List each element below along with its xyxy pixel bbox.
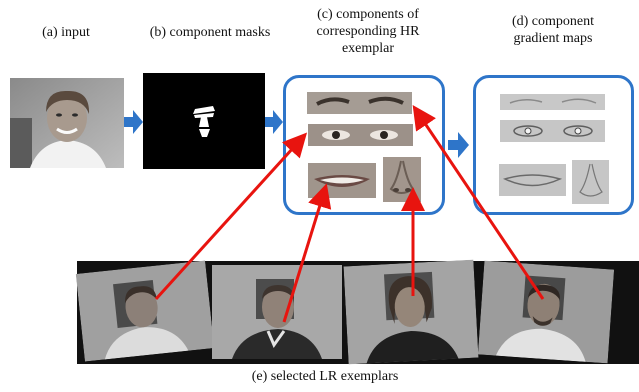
lr-exemplar-3 <box>343 259 479 365</box>
label-input: (a) input <box>42 25 90 40</box>
component-mask-image <box>143 73 265 169</box>
label-lr-exemplars: (e) selected LR exemplars <box>251 369 399 384</box>
flow-arrow-b-to-c <box>265 110 283 134</box>
mask-eyebrows-shape <box>193 106 215 114</box>
label-hr-components: (c) components of corresponding HR exemp… <box>288 6 448 57</box>
gradient-eyes-patch <box>500 120 605 142</box>
hr-eyes-patch <box>308 124 413 146</box>
label-hr-components-line1: (c) components of <box>317 7 419 22</box>
lr-exemplar-2 <box>212 265 342 359</box>
arrow-lr2-to-mouth <box>282 183 332 323</box>
label-hr-components-line3: exemplar <box>341 41 395 56</box>
mask-eyes-shape <box>194 113 214 118</box>
input-face-image <box>10 78 124 168</box>
arrow-lr4-to-eyebrows <box>412 105 545 300</box>
flow-arrow-c-to-d <box>448 132 469 158</box>
arrow-lr1-to-eyes <box>154 132 308 301</box>
mask-nose-shape <box>199 117 209 127</box>
mask-mouth-shape <box>199 129 210 137</box>
hr-eyebrows-patch <box>307 92 412 114</box>
label-gradient-maps: (d) component gradient maps <box>478 13 628 47</box>
lr-exemplar-1 <box>75 260 215 362</box>
label-gradient-maps-line1: (d) component <box>511 14 595 29</box>
flow-arrow-a-to-b <box>124 110 143 134</box>
gradient-eyebrows-patch <box>500 94 605 110</box>
label-component-masks: (b) component masks <box>149 25 271 40</box>
label-hr-components-line2: corresponding HR <box>316 24 420 39</box>
gradient-mouth-patch <box>499 164 566 196</box>
label-gradient-maps-line2: gradient maps <box>513 31 593 46</box>
gradient-nose-patch <box>572 160 609 204</box>
